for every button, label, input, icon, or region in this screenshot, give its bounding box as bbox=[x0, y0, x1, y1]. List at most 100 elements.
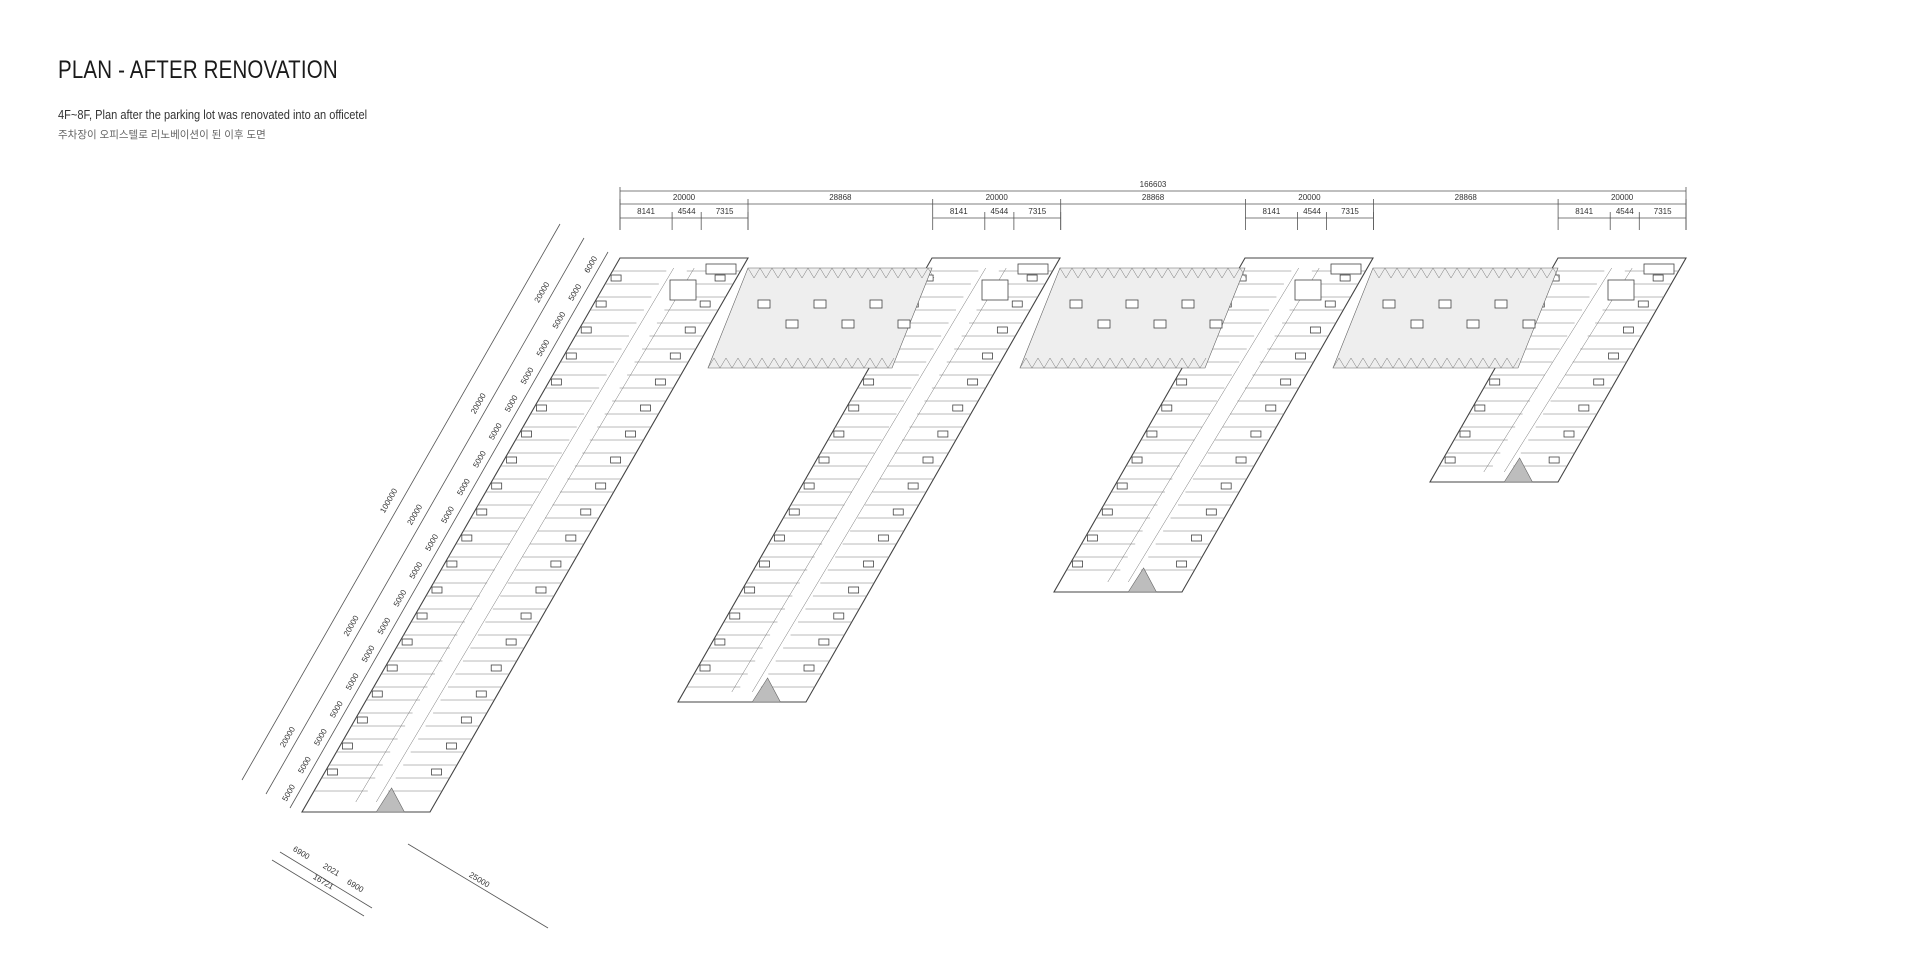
bathroom-block bbox=[1563, 430, 1575, 438]
corridor-line bbox=[752, 267, 1007, 693]
module-dim-label: 20000 bbox=[1611, 193, 1634, 202]
bathroom-block bbox=[759, 560, 770, 568]
sub-dim-label: 8141 bbox=[1263, 207, 1281, 216]
bathroom-block bbox=[654, 378, 666, 386]
bathroom-block bbox=[565, 534, 577, 542]
bathroom-block bbox=[535, 586, 547, 594]
bathroom-block bbox=[699, 664, 711, 672]
bathroom-block bbox=[1593, 378, 1605, 386]
bathroom-block bbox=[982, 352, 993, 360]
corridor-line bbox=[1504, 267, 1633, 473]
bathroom-block bbox=[460, 716, 472, 724]
gap-dim-label: 28868 bbox=[1142, 193, 1165, 202]
desk-block bbox=[813, 299, 827, 309]
bathroom-block bbox=[1191, 534, 1202, 542]
corridor-line bbox=[355, 267, 674, 803]
diag-total-line bbox=[241, 223, 561, 781]
bathroom-block bbox=[1026, 274, 1038, 282]
desk-block bbox=[1382, 299, 1396, 309]
bathroom-block bbox=[684, 326, 696, 334]
bathroom-block bbox=[833, 430, 845, 438]
overall-dim-label: 166603 bbox=[1140, 180, 1167, 189]
bridge-floor bbox=[707, 267, 933, 369]
bridge-1 bbox=[707, 267, 935, 369]
bottom-left-dim-line bbox=[279, 851, 373, 909]
bathroom-block bbox=[1444, 456, 1456, 464]
bathroom-block bbox=[1474, 404, 1486, 412]
wing-outline bbox=[301, 257, 749, 813]
ramp-fill bbox=[751, 677, 781, 703]
diag-segment-label: 20000 bbox=[278, 725, 297, 749]
sub-dim-label: 7315 bbox=[1028, 207, 1046, 216]
plan-subtitle-korean: 주차장이 오피스텔로 리노베이션이 된 이후 도면 bbox=[58, 129, 266, 141]
bathroom-block bbox=[848, 586, 860, 594]
connecting-office-bridges bbox=[707, 267, 1560, 369]
bathroom-block bbox=[1087, 534, 1098, 542]
desk-block bbox=[1125, 299, 1139, 309]
bathroom-block bbox=[1131, 456, 1143, 464]
bathroom-block bbox=[863, 560, 874, 568]
bathroom-block bbox=[996, 326, 1008, 334]
bathroom-block bbox=[818, 638, 830, 646]
bathroom-block bbox=[1652, 274, 1664, 282]
bathroom-block bbox=[1339, 274, 1351, 282]
bridge-edge bbox=[1059, 267, 1247, 279]
elevator-core bbox=[1607, 279, 1635, 301]
bathroom-block bbox=[580, 508, 592, 516]
bathroom-block bbox=[1176, 560, 1187, 568]
bathroom-block bbox=[1101, 508, 1113, 516]
bathroom-block bbox=[1309, 326, 1321, 334]
desk-block bbox=[897, 319, 911, 329]
bridge-edge bbox=[747, 267, 935, 279]
ramp-fill bbox=[375, 787, 405, 813]
wing-outline bbox=[1429, 257, 1687, 483]
bathroom-block bbox=[833, 612, 845, 620]
bathroom-block bbox=[1072, 560, 1083, 568]
bathroom-block bbox=[1176, 378, 1188, 386]
bathroom-block bbox=[446, 560, 458, 568]
stair-core bbox=[1330, 263, 1362, 275]
bathroom-block bbox=[1324, 300, 1336, 308]
desk-block bbox=[841, 319, 855, 329]
bathroom-block bbox=[521, 430, 532, 438]
bottom-left-total-line bbox=[271, 859, 365, 917]
bridge-edge bbox=[1332, 357, 1520, 369]
bathroom-block bbox=[1637, 300, 1649, 308]
bathroom-block bbox=[1250, 430, 1262, 438]
diag-segment-label: 20000 bbox=[469, 391, 488, 415]
diag-segment-label: 20000 bbox=[342, 614, 361, 638]
sub-dim-label: 7315 bbox=[1341, 207, 1359, 216]
wing-2 bbox=[677, 257, 1061, 703]
bathroom-block bbox=[505, 638, 517, 646]
desk-block bbox=[1069, 299, 1083, 309]
desk-block bbox=[1438, 299, 1452, 309]
bathroom-block bbox=[401, 638, 413, 646]
bathroom-block bbox=[1116, 482, 1128, 490]
bridge-edge bbox=[1372, 267, 1560, 279]
bathroom-block bbox=[848, 404, 860, 412]
elevator-core bbox=[1294, 279, 1322, 301]
bathroom-block bbox=[1295, 352, 1306, 360]
bathroom-block bbox=[1623, 326, 1634, 334]
sub-dim-label: 4544 bbox=[1303, 207, 1321, 216]
bathroom-block bbox=[431, 768, 442, 776]
bathroom-block bbox=[550, 378, 562, 386]
diag-unit-line bbox=[289, 251, 609, 809]
corridor-line bbox=[1128, 267, 1320, 583]
bathroom-block bbox=[773, 534, 785, 542]
bathroom-block bbox=[610, 456, 622, 464]
bathroom-block bbox=[788, 508, 800, 516]
bathroom-block bbox=[922, 456, 934, 464]
bridge-edge bbox=[1019, 357, 1207, 369]
diag-segment-line bbox=[265, 237, 585, 795]
bathroom-block bbox=[1161, 404, 1173, 412]
sub-dim-label: 8141 bbox=[637, 207, 655, 216]
ramp-fill bbox=[1127, 567, 1157, 593]
bridge-floor bbox=[1332, 267, 1559, 369]
bottom-depth-line bbox=[407, 843, 549, 929]
bathroom-block bbox=[1265, 404, 1277, 412]
bathroom-block bbox=[863, 378, 875, 386]
bathroom-block bbox=[475, 690, 487, 698]
bathroom-block bbox=[1205, 508, 1217, 516]
